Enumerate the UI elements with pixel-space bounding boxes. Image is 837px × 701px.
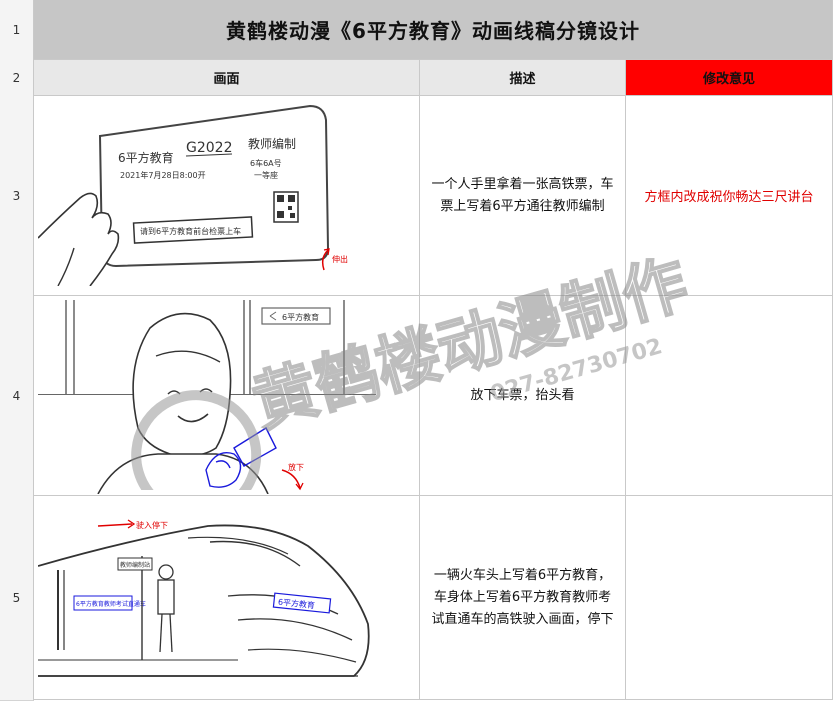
row-header-1[interactable]: 1 (0, 0, 34, 61)
row-header-2[interactable]: 2 (0, 60, 34, 97)
picture-cell-3[interactable] (34, 96, 420, 296)
row-number: 3 (12, 189, 21, 203)
arrow-note: 驶入停下 (136, 520, 168, 530)
train-sketch: 驶入停下 6平方教育 6平方教育教师考试直通车 教师编制站 (38, 519, 370, 677)
ticket-sketch: 6平方教育 G2022 教师编制 2021年7月28日8:00开 6车6A号 一… (38, 104, 348, 286)
arrow-note: 伸出 (332, 254, 348, 264)
description-cell-3[interactable]: 一个人手里拿着一张高铁票，车票上写着6平方通往教师编制 (420, 96, 626, 296)
title-cell[interactable]: 黄鹤楼动漫《6平方教育》动画线稿分镜设计 (34, 0, 833, 60)
row-header-3[interactable]: 3 (0, 96, 34, 297)
arrow-note: 放下 (288, 462, 304, 472)
ticket-seat: 6车6A号 (250, 158, 282, 168)
revision-cell-3[interactable]: 方框内改成祝你畅达三尺讲台 (626, 96, 833, 296)
conductor-figure (157, 564, 175, 653)
revision-cell-4[interactable] (626, 296, 833, 496)
storyboard-image-train: 驶入停下 6平方教育 6平方教育教师考试直通车 教师编制站 (38, 500, 378, 690)
description-cell-4[interactable]: 放下车票，抬头看 (420, 296, 626, 496)
description-text: 放下车票，抬头看 (470, 387, 575, 403)
ticket-brand: 6平方教育 (118, 150, 174, 165)
qr-code-icon (273, 191, 299, 223)
row-number: 4 (12, 389, 21, 403)
row-header-4[interactable]: 4 (0, 296, 34, 497)
train-body-label: 6平方教育教师考试直通车 (76, 600, 146, 608)
header-revision[interactable]: 修改意见 (626, 60, 833, 96)
revision-cell-5[interactable] (626, 496, 833, 700)
ticket-dest: 教师编制 (248, 136, 296, 151)
girl-sketch: 6平方教育 放下 (38, 300, 376, 494)
sheet-title: 黄鹤楼动漫《6平方教育》动画线稿分镜设计 (226, 19, 640, 43)
description-cell-5[interactable]: 一辆火车头上写着6平方教育，车身体上写着6平方教育教师考试直通车的高铁驶入画面，… (420, 496, 626, 700)
ticket-box-text: 请到6平方教育前台检票上车 (140, 226, 241, 236)
header-description[interactable]: 描述 (420, 60, 626, 96)
row-number: 5 (12, 591, 21, 605)
station-sign: 6平方教育 (282, 312, 319, 322)
row-number: 1 (12, 23, 21, 37)
row-header-5[interactable]: 5 (0, 496, 34, 701)
storyboard-image-girl: 6平方教育 放下 (38, 298, 376, 494)
ticket-class: 一等座 (254, 170, 278, 180)
storyboard-image-ticket: 6平方教育 G2022 教师编制 2021年7月28日8:00开 6车6A号 一… (38, 98, 374, 286)
ticket-code: G2022 (186, 140, 232, 156)
description-text: 一辆火车头上写着6平方教育，车身体上写着6平方教育教师考试直通车的高铁驶入画面，… (431, 567, 614, 627)
header-picture[interactable]: 画面 (34, 60, 420, 96)
description-text: 一个人手里拿着一张高铁票，车票上写着6平方通往教师编制 (431, 176, 614, 214)
station-sign: 教师编制站 (120, 561, 150, 569)
header-label: 描述 (509, 72, 536, 87)
train-head-label: 6平方教育 (278, 597, 316, 611)
row-number: 2 (12, 71, 21, 85)
ticket-date: 2021年7月28日8:00开 (120, 170, 206, 180)
header-label: 修改意见 (702, 72, 755, 87)
revision-text: 方框内改成祝你畅达三尺讲台 (644, 190, 814, 205)
header-label: 画面 (213, 72, 240, 87)
